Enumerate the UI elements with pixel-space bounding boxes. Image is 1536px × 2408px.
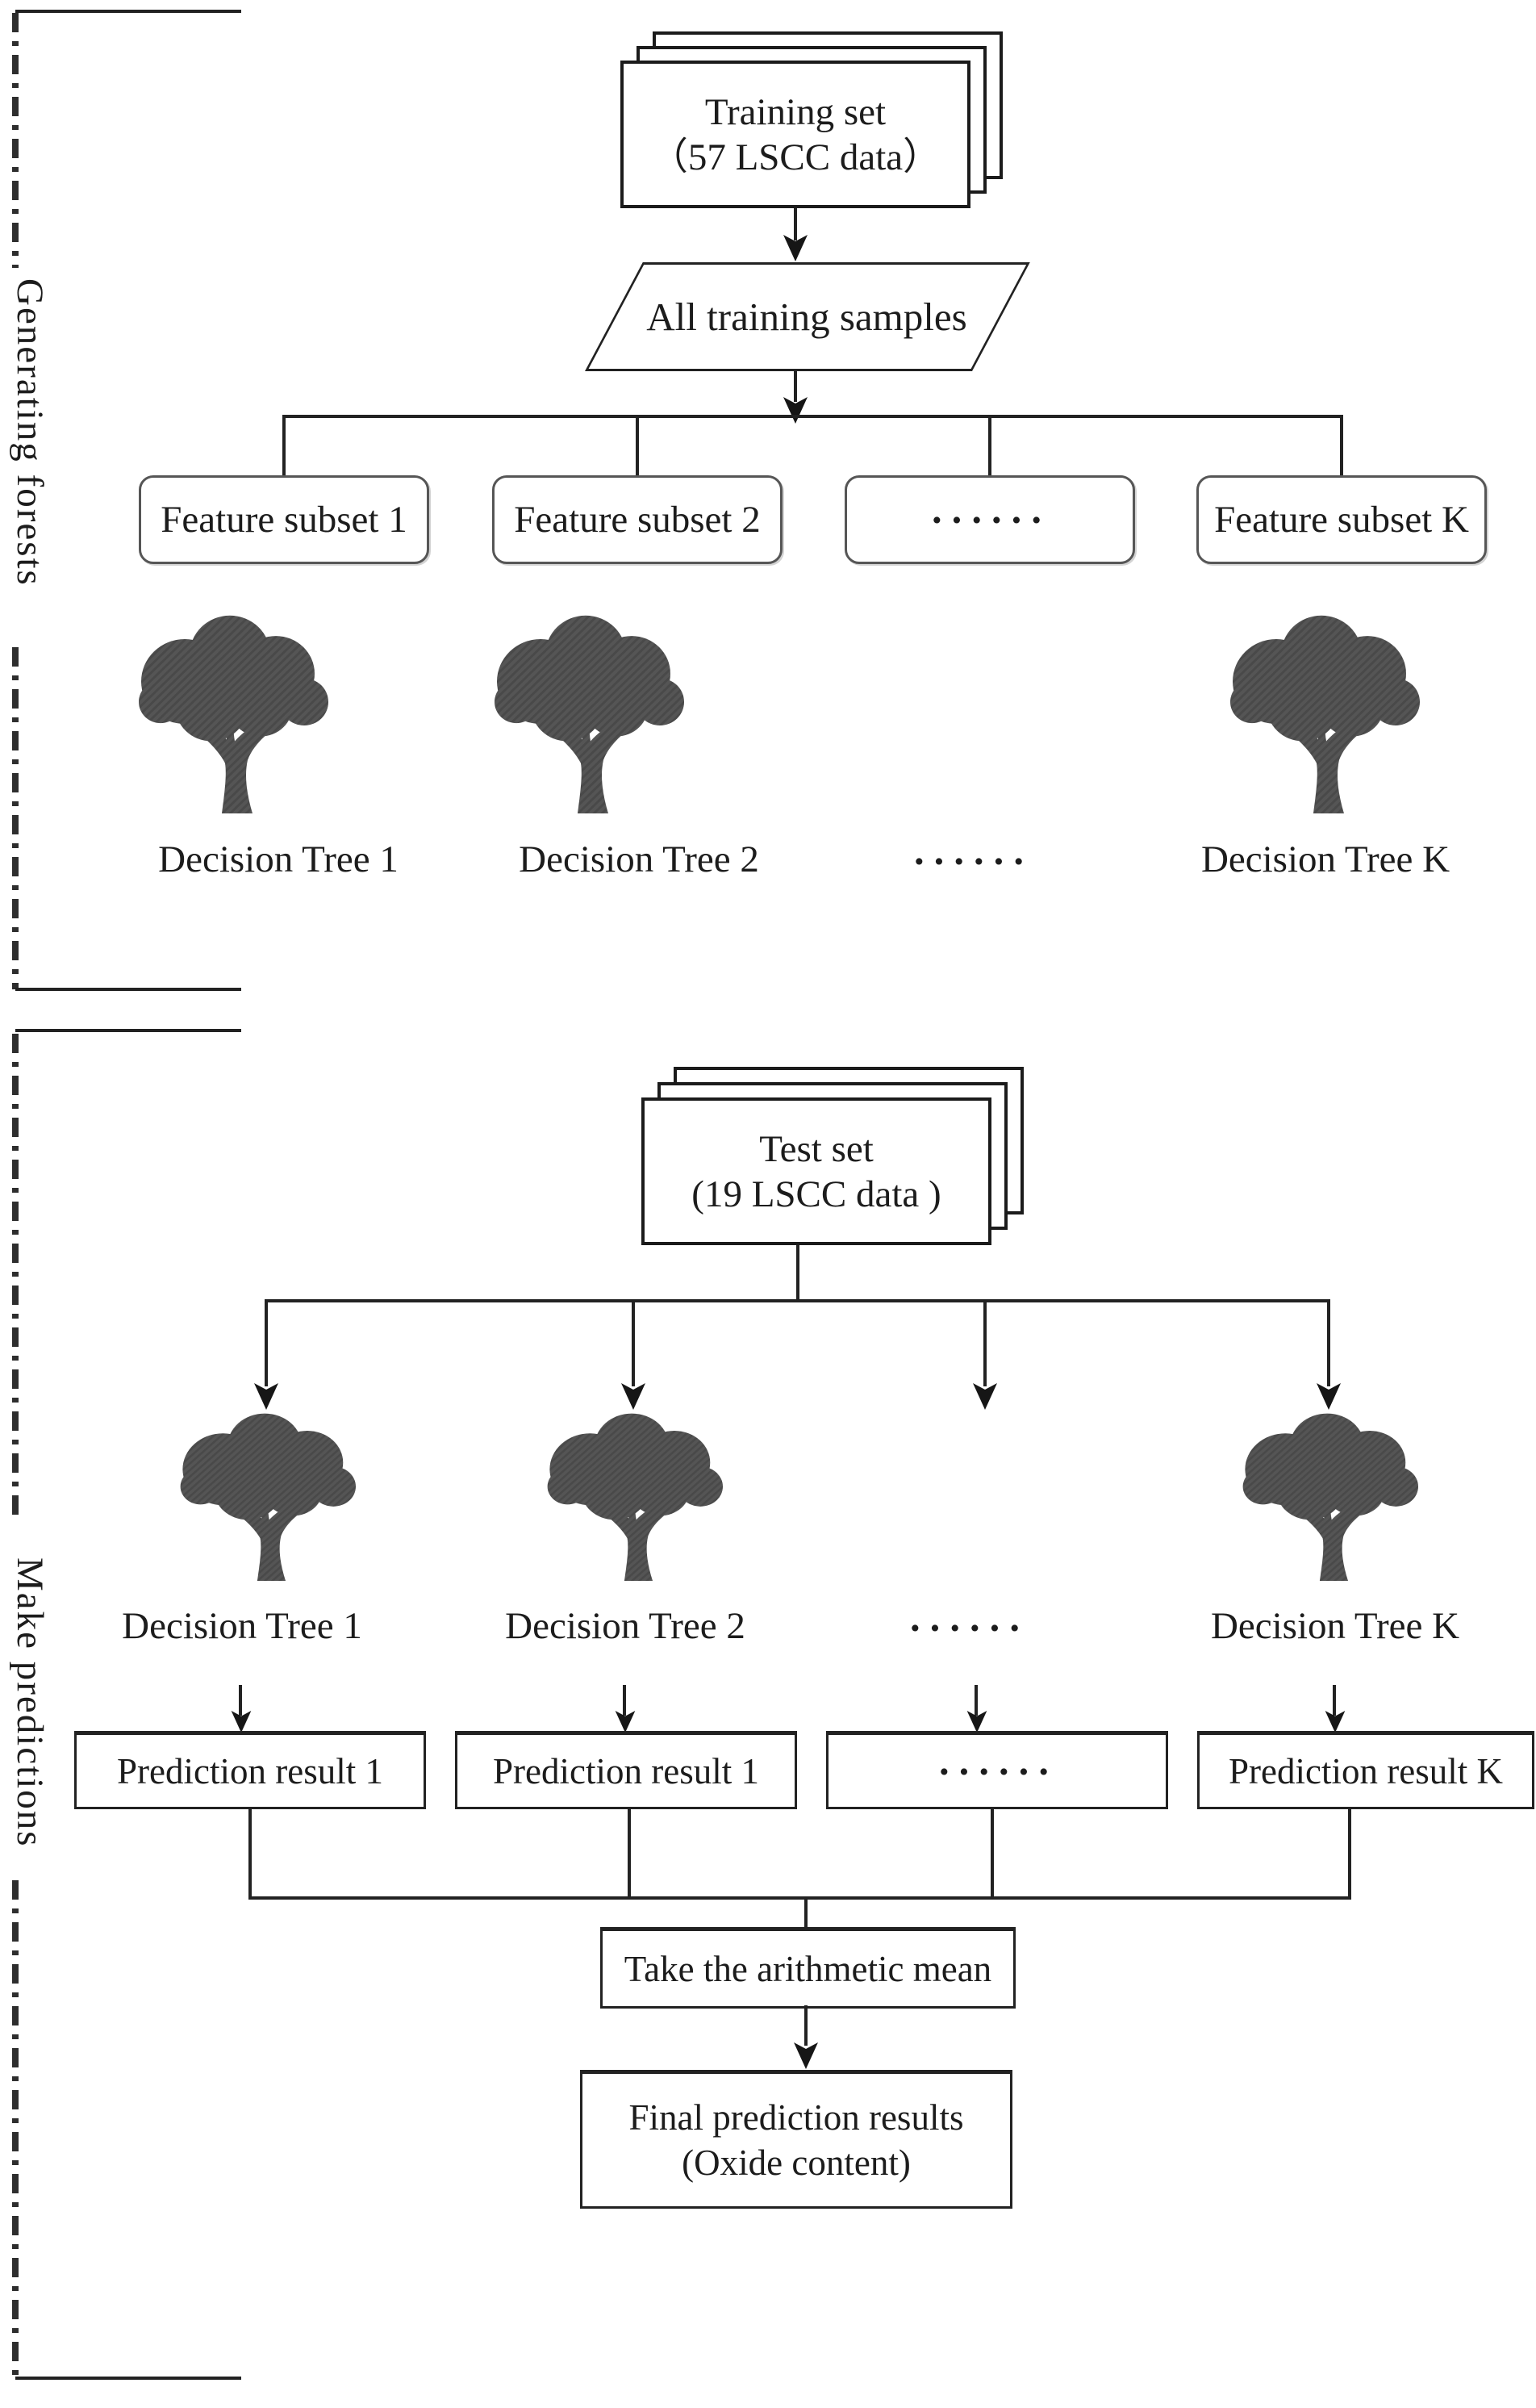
- connector-line: [804, 2005, 808, 2046]
- test-set-subtitle: (19 LSCC data ): [691, 1173, 941, 1215]
- arrow-down-icon: [973, 1383, 997, 1410]
- decision-tree-label: Decision Tree 2: [505, 1605, 745, 1647]
- connector-line: [796, 1245, 799, 1302]
- connector-line: [1327, 1299, 1330, 1386]
- arrow-down-icon: [1325, 1711, 1346, 1733]
- connector-line: [991, 1808, 994, 1900]
- section-label-generating: Generating forests: [9, 278, 51, 587]
- feature-subset-box-ellipsis: ······: [845, 475, 1135, 564]
- connector-line: [804, 1896, 808, 1929]
- test-set-title: Test set: [759, 1127, 874, 1170]
- arrow-down-icon: [783, 397, 808, 424]
- branch-line: [266, 1299, 1330, 1302]
- connector-line: [1340, 415, 1343, 477]
- section-bracket-generating: [12, 10, 241, 991]
- prediction-result-box-k: Prediction result K: [1197, 1731, 1534, 1809]
- decision-tree-icon: [495, 615, 684, 813]
- merge-line: [248, 1896, 1351, 1900]
- decision-tree-label: Decision Tree 1: [158, 838, 399, 880]
- final-results-line2: (Oxide content): [682, 2143, 911, 2183]
- decision-tree-icon: [1242, 1413, 1418, 1581]
- connector-line: [623, 1685, 626, 1716]
- connector-line: [794, 208, 797, 240]
- connector-line: [265, 1299, 268, 1386]
- arrow-down-icon: [254, 1383, 278, 1410]
- decision-tree-icon: [547, 1413, 723, 1581]
- connector-line: [636, 415, 639, 477]
- feature-subset-box-2: Feature subset 2: [492, 475, 783, 564]
- training-set-box: Training set （57 LSCC data）: [620, 61, 970, 208]
- arithmetic-mean-box: Take the arithmetic mean: [600, 1927, 1016, 2009]
- feature-subset-box-k: Feature subset K: [1196, 475, 1487, 564]
- decision-tree-icon: [180, 1413, 356, 1581]
- arrow-down-icon: [783, 235, 808, 261]
- prediction-result-box-1: Prediction result 1: [74, 1731, 426, 1809]
- section-label-predictions: Make predictions: [9, 1557, 51, 1848]
- decision-tree-icon: [139, 615, 328, 813]
- training-set-sheet-front: [620, 61, 970, 208]
- connector-line: [1333, 1685, 1336, 1716]
- final-results-line1: Final prediction results: [628, 2097, 964, 2138]
- arrow-down-icon: [966, 1711, 987, 1733]
- test-set-sheet-front: [641, 1097, 991, 1245]
- arrow-down-icon: [794, 2042, 818, 2069]
- feature-subset-box-1: Feature subset 1: [139, 475, 429, 564]
- decision-tree-icon: [1230, 615, 1420, 813]
- decision-tree-label: Decision Tree 1: [122, 1605, 362, 1647]
- connector-line: [1348, 1808, 1351, 1900]
- connector-line: [632, 1299, 635, 1386]
- ellipsis-label: ······: [912, 838, 1033, 884]
- ellipsis-label: ······: [908, 1605, 1029, 1650]
- decision-tree-label: Decision Tree 2: [519, 838, 759, 880]
- section-bracket-predictions: [12, 1029, 241, 2380]
- prediction-result-box-2: Prediction result 1: [455, 1731, 797, 1809]
- connector-line: [975, 1685, 978, 1716]
- training-set-title: Training set: [704, 90, 887, 133]
- connector-line: [282, 415, 286, 477]
- arrow-down-icon: [615, 1711, 636, 1733]
- all-training-samples-label: All training samples: [646, 295, 967, 339]
- decision-tree-label: Decision Tree K: [1210, 1605, 1460, 1647]
- connector-line: [628, 1808, 631, 1900]
- connector-line: [239, 1685, 242, 1716]
- prediction-result-box-ellipsis: ······: [826, 1731, 1168, 1809]
- arrow-down-icon: [621, 1383, 645, 1410]
- arrow-down-icon: [231, 1711, 252, 1733]
- decision-tree-label: Decision Tree K: [1200, 838, 1450, 880]
- connector-line: [794, 371, 797, 402]
- connector-line: [248, 1808, 252, 1900]
- final-results-box: Final prediction results (Oxide content): [580, 2070, 1012, 2209]
- connector-line: [988, 415, 991, 477]
- branch-line: [284, 415, 1343, 418]
- test-set-box: Test set (19 LSCC data ): [641, 1097, 991, 1245]
- connector-line: [983, 1299, 987, 1386]
- arrow-down-icon: [1317, 1383, 1341, 1410]
- training-set-subtitle: （57 LSCC data）: [649, 136, 941, 178]
